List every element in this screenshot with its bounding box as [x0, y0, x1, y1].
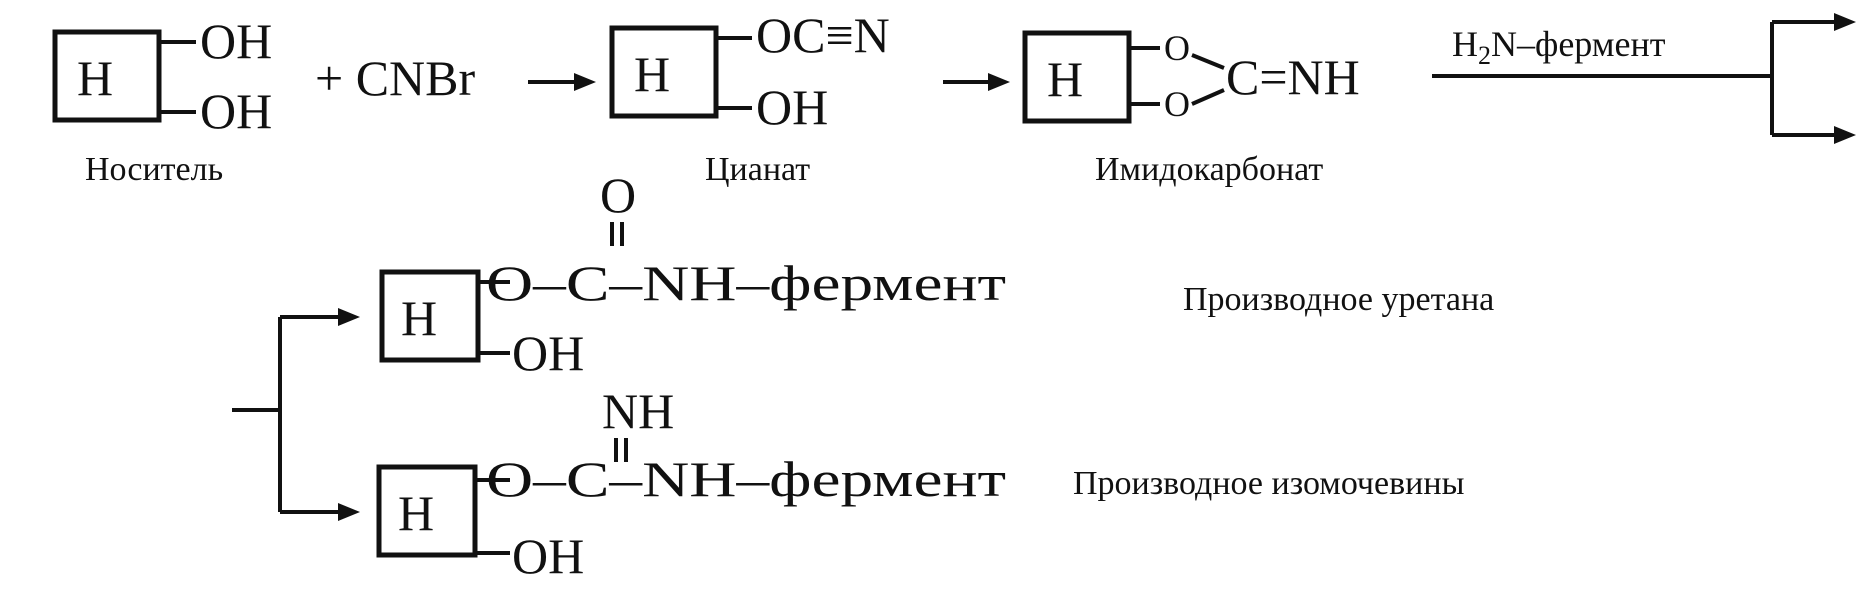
urethane-oh: OH	[512, 325, 584, 381]
isourea-caption: Производное изомочевины	[1073, 465, 1465, 502]
top-bracket-lower-head	[1834, 126, 1856, 144]
bottom-bracket-upper-head	[338, 308, 360, 326]
carrier-caption: Носитель	[85, 151, 223, 188]
urethane-carbonyl-o: O	[600, 167, 636, 223]
urethane-structure: H O O–C–NH–фермент OH	[379, 167, 1006, 381]
arrow-1-head	[574, 73, 596, 91]
cyanate-box	[609, 25, 719, 119]
cyanate-oh: OH	[756, 79, 828, 135]
cyanate-letter: H	[634, 46, 670, 102]
cyanate-structure: H OC≡N OH	[609, 7, 890, 135]
urethane-box	[379, 269, 481, 363]
cyanate-group: OC≡N	[756, 7, 890, 63]
isourea-box	[376, 464, 478, 558]
isourea-oh: OH	[512, 528, 584, 584]
top-branch-bracket	[1770, 13, 1856, 144]
carrier-oh-bottom: OH	[200, 83, 272, 139]
isourea-structure: NH H O–C–NH–фермент OH	[376, 383, 1006, 584]
carrier-box	[52, 29, 162, 123]
imido-o-bottom: O	[1164, 84, 1190, 124]
imido-bond-o-c-bottom	[1191, 88, 1225, 106]
urethane-chain: O–C–NH–фермент	[486, 255, 1006, 311]
imidocarbonate-caption: Имидокарбонат	[1095, 151, 1323, 188]
imido-o-top: O	[1164, 28, 1190, 68]
arrow-2-head	[988, 73, 1010, 91]
isourea-chain: O–C–NH–фермент	[486, 451, 1006, 507]
top-bracket-upper-head	[1834, 13, 1856, 31]
carrier-structure: H OH OH	[52, 13, 272, 139]
carrier-oh-top: OH	[200, 13, 272, 69]
bottom-branch-bracket	[232, 308, 360, 521]
isourea-letter: H	[398, 485, 434, 541]
carrier-letter: H	[77, 50, 113, 106]
bottom-bracket-lower-head	[338, 503, 360, 521]
imido-bond-o-c-top	[1191, 53, 1225, 70]
urethane-caption: Производное уретана	[1183, 281, 1494, 318]
cnbr-reagent: + CNBr	[315, 50, 476, 106]
isourea-nh: NH	[602, 383, 674, 439]
imidocarbonate-structure: H O O C=NH	[1022, 28, 1360, 124]
urethane-letter: H	[401, 290, 437, 346]
cyanate-caption: Цианат	[705, 151, 810, 188]
imido-cnh: C=NH	[1226, 49, 1360, 105]
imidocarbonate-box	[1022, 30, 1132, 124]
imidocarbonate-letter: H	[1047, 51, 1083, 107]
enzyme-reagent: H2N–фермент	[1452, 24, 1666, 70]
